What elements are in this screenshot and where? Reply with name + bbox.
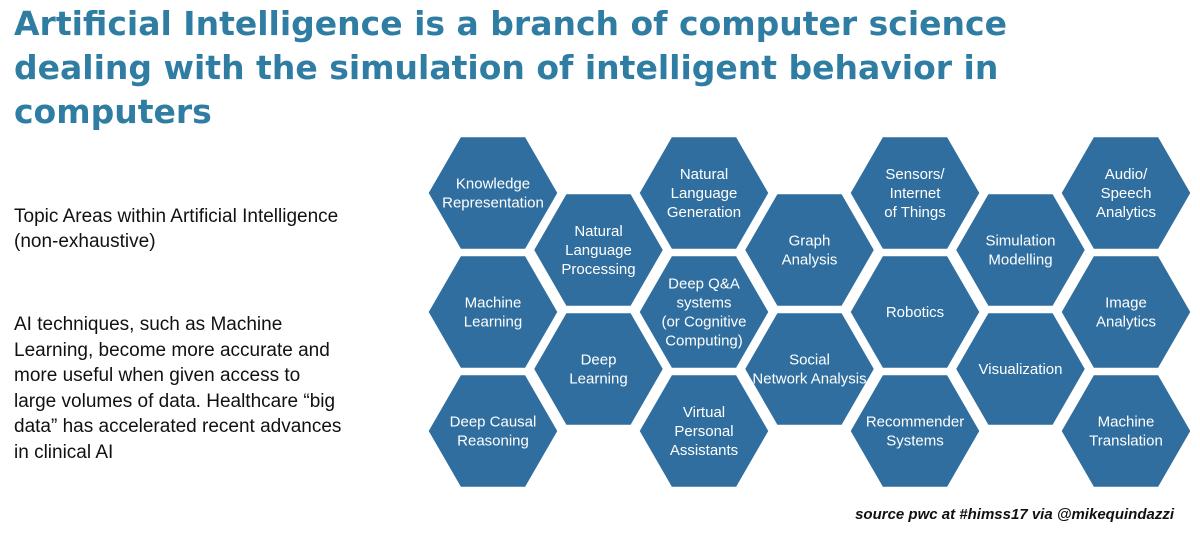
hexagon-shape (952, 310, 1089, 428)
hexagon-label: Image (1105, 295, 1147, 312)
topics-heading-line: (non-exhaustive) (14, 231, 156, 252)
hexagon-label: Visualization (979, 361, 1063, 378)
title-line: Artificial Intelligence is a branch of c… (14, 4, 1007, 43)
hexagon-shape (636, 372, 772, 490)
hexagon-label: Machine (465, 295, 522, 312)
hexagon-shape (847, 134, 983, 252)
hexagon-label: Recommender (866, 414, 964, 431)
hexagon-shape (1058, 253, 1194, 371)
topics-heading-line: Topic Areas within Artificial Intelligen… (14, 206, 339, 227)
title-line: computers (14, 92, 212, 131)
hexagon-label: Internet (890, 185, 942, 202)
hexagon-label: Representation (442, 195, 544, 212)
hexagon-shape (530, 310, 667, 428)
hexagon-label: Processing (561, 261, 635, 278)
hexagon-label: Learning (464, 314, 522, 331)
hexagon-sensors-internet-of-things: Sensors/Internet of Things (847, 134, 983, 252)
hexagon-label: systems (676, 295, 731, 312)
description-line: large volumes of data. Healthcare “big (14, 390, 336, 412)
hexagon-shape (847, 372, 983, 490)
hexagon-label: Deep Causal (450, 414, 537, 431)
hexagon-shape (741, 310, 878, 428)
hexagon-shape (847, 253, 983, 371)
description-line: in clinical AI (14, 441, 114, 463)
hexagon-label: Natural (574, 223, 622, 240)
source-credit: source pwc at #himss17 via @mikequindazz… (855, 506, 1174, 523)
hexagon-label: Translation (1089, 433, 1163, 450)
hexagon-label: Network Analysis (752, 371, 866, 388)
hexagon-label: Audio/ (1105, 166, 1148, 183)
hexagon-label: Language (671, 185, 738, 202)
page-title: Artificial Intelligence is a branch of c… (14, 2, 1194, 134)
hexagon-shape (1058, 372, 1194, 490)
hexagon-label: Personal (674, 423, 733, 440)
description-line: Learning, become more accurate and (14, 339, 330, 361)
description-text: AI techniques, such as Machine Learning,… (14, 312, 409, 465)
hexagon-label: Graph (789, 233, 831, 250)
hexagon-shape (425, 134, 561, 252)
hexagon-label: (or Cognitive (661, 314, 746, 331)
hexagon-shape (425, 372, 561, 490)
hexagon-label: Language (565, 242, 632, 259)
hexagon-label: Reasoning (457, 433, 529, 450)
hexagon-label: Natural (680, 166, 728, 183)
hexagon-label: Generation (667, 204, 741, 221)
hexagon-shape (636, 253, 772, 371)
hexagon-label: Knowledge (456, 176, 530, 193)
hexagon-shape (1058, 134, 1194, 252)
hexagon-label: Speech (1101, 185, 1152, 202)
hexagon-shape (741, 191, 878, 309)
hexagon-label: Analysis (782, 252, 838, 269)
hexagon-label: Learning (569, 371, 627, 388)
hexagon-shape (425, 253, 561, 371)
hexagon-label: Machine (1098, 414, 1155, 431)
hexagon-label: Analytics (1096, 314, 1156, 331)
hexagon-label: Deep (581, 352, 617, 369)
hexagon-label: Systems (886, 433, 944, 450)
hexagon-label: Simulation (985, 233, 1055, 250)
description-line: AI techniques, such as Machine (14, 314, 283, 335)
title-line: dealing with the simulation of intellige… (14, 48, 999, 87)
hexagon-robotics: Robotics (847, 253, 983, 371)
topics-heading: Topic Areas within Artificial Intelligen… (14, 204, 404, 254)
hexagon-label: Analytics (1096, 204, 1156, 221)
hexagon-label: Sensors/ (885, 166, 945, 183)
hexagon-label: Deep Q&A (668, 276, 740, 293)
hexagon-label: Robotics (886, 304, 944, 321)
hexagon-label: Computing) (665, 333, 743, 350)
hexagon-label: Assistants (670, 442, 738, 459)
hexagon-shape (530, 191, 667, 309)
hexagon-label: Modelling (988, 252, 1052, 269)
description-line: more useful when given access to (14, 365, 301, 386)
hexagon-label: of Things (884, 204, 945, 221)
hexagon-shape (952, 191, 1089, 309)
hexagon-label: Virtual (683, 404, 725, 421)
description-line: data” has accelerated recent advances (14, 416, 342, 437)
hexagon-shape (636, 134, 772, 252)
hexagon-visualization: Visualization (952, 310, 1089, 428)
hexagon-label: Social (789, 352, 830, 369)
